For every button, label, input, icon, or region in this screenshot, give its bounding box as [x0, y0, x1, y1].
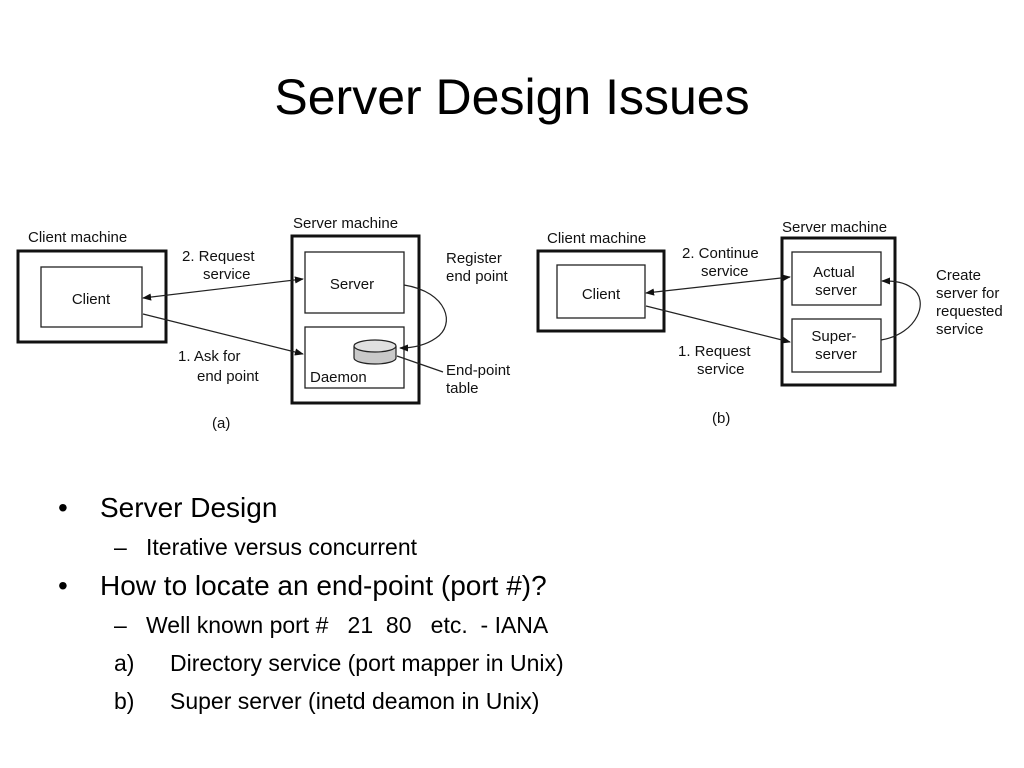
actual-server-label: Actual server — [813, 264, 859, 299]
request-service-label-a: 2. Request service — [182, 248, 259, 283]
server-box-a — [304, 251, 405, 314]
caption-b: (b) — [712, 410, 730, 427]
sub-bullet-item: – Well known port # 21 80 etc. - IANA — [58, 606, 998, 644]
bullet-marker: • — [58, 570, 68, 601]
diagram-a: Client machine Client Server machine Ser… — [16, 215, 514, 432]
server-machine-label-b: Server machine — [782, 219, 887, 236]
diagram-b: Client machine Client Server machine Act… — [536, 219, 1007, 427]
lettered-item: a) Directory service (port mapper in Uni… — [58, 644, 998, 682]
client-label-a: Client — [72, 291, 111, 308]
server-machine-label-a: Server machine — [293, 215, 398, 232]
bullet-list: • Server Design – Iterative versus concu… — [58, 488, 998, 720]
actual-server-box — [791, 251, 882, 306]
client-box-b — [556, 264, 646, 319]
end-point-table-pointer — [396, 355, 444, 373]
bullet-item: • How to locate an end-point (port #)? — [58, 566, 998, 606]
client-machine-label-a: Client machine — [28, 229, 127, 246]
server-design-diagram: Client machine Client Server machine Ser… — [16, 215, 1007, 432]
request-service-arrow-b — [645, 305, 791, 344]
bullet-text: How to locate an end-point (port #)? — [100, 570, 547, 601]
sub-bullet-marker: – — [114, 612, 127, 638]
bullet-text: Server Design — [100, 492, 278, 523]
lettered-marker: a) — [114, 650, 135, 676]
create-server-arrow — [880, 277, 921, 341]
ask-end-point-label-a: 1. Ask for end point — [178, 348, 260, 385]
lettered-marker: b) — [114, 688, 135, 714]
sub-bullet-text: Well known port # 21 80 etc. - IANA — [146, 612, 549, 638]
sub-bullet-text: Iterative versus concurrent — [146, 534, 418, 560]
end-point-table-label: End-point table — [446, 362, 514, 397]
client-box-a — [40, 266, 143, 328]
continue-service-label: 2. Continue service — [682, 245, 763, 280]
daemon-label-a: Daemon — [310, 369, 367, 386]
create-server-label: Create server for requested service — [936, 267, 1007, 338]
request-service-label-b: 1. Request service — [678, 343, 755, 378]
sub-bullet-item: – Iterative versus concurrent — [58, 528, 998, 566]
continue-service-arrow — [645, 274, 791, 296]
server-label-a: Server — [330, 276, 374, 293]
super-server-label: Super- server — [811, 328, 860, 363]
register-end-point-label: Register end point — [446, 250, 509, 285]
lettered-text: Super server (inetd deamon in Unix) — [170, 688, 540, 714]
sub-bullet-marker: – — [114, 534, 127, 560]
client-label-b: Client — [582, 286, 621, 303]
caption-a: (a) — [212, 415, 230, 432]
request-service-arrow-a — [142, 276, 304, 301]
client-machine-label-b: Client machine — [547, 230, 646, 247]
register-end-point-arrow — [399, 284, 447, 352]
slide-title: Server Design Issues — [274, 69, 750, 125]
bullet-item: • Server Design — [58, 488, 998, 528]
ask-end-point-arrow-a — [142, 313, 304, 356]
bullet-marker: • — [58, 492, 68, 523]
lettered-text: Directory service (port mapper in Unix) — [170, 650, 564, 676]
lettered-item: b) Super server (inetd deamon in Unix) — [58, 682, 998, 720]
super-server-box — [791, 318, 882, 373]
end-point-table-cylinder — [353, 339, 397, 365]
